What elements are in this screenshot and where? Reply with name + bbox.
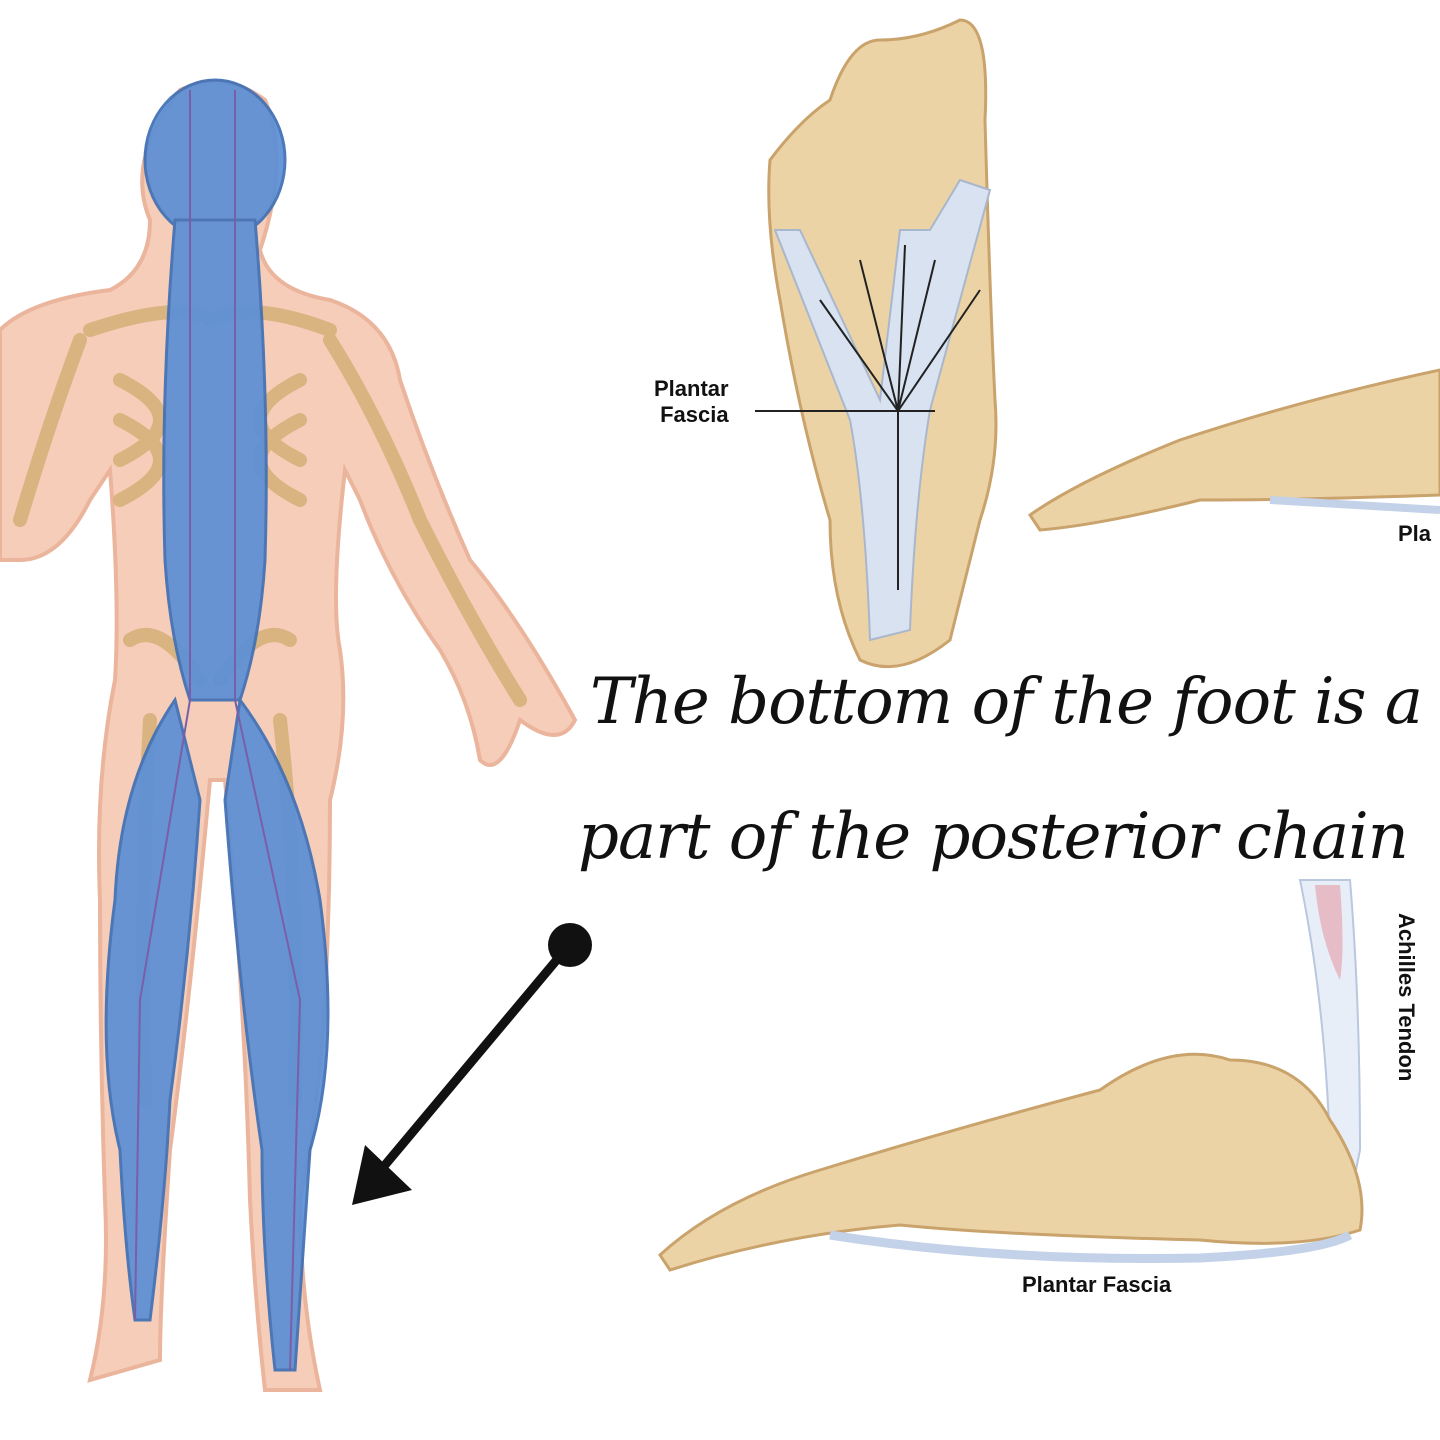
- plantar-fascia-label-bottom: Plantar Fascia: [1022, 1272, 1172, 1297]
- caption-line-2: part of the posterior chain: [578, 800, 1409, 874]
- foot-plantar-view: [755, 18, 998, 669]
- caption-line-1: The bottom of the foot is a: [590, 665, 1423, 739]
- foot-bones: [1027, 368, 1440, 532]
- right-leg-muscles: [223, 696, 330, 1372]
- foot-bones: [658, 1052, 1364, 1272]
- calf-muscle: [1315, 885, 1343, 980]
- head: [143, 78, 287, 242]
- achilles-tendon-label: Achilles Tendon: [1394, 913, 1419, 1082]
- plantar-fascia-band: [1269, 496, 1440, 514]
- foot-bones: [767, 18, 998, 669]
- arrowhead: [352, 1145, 412, 1205]
- fascia-lines: [134, 90, 302, 1371]
- foot-side-view-top: [1027, 368, 1440, 532]
- plantar-fascia-label-top: Plantar Fascia: [654, 376, 729, 428]
- spinal-muscles: [162, 218, 268, 702]
- label-line: Plantar: [654, 376, 729, 401]
- plantar-fascia-label-cut: Pla: [1398, 521, 1432, 546]
- label-line: Fascia: [660, 402, 729, 427]
- left-leg-muscles: [104, 696, 202, 1322]
- plantar-fascia-band: [829, 1230, 1353, 1264]
- pointer-arrow: [352, 923, 592, 1205]
- foot-side-view-bottom: [658, 879, 1364, 1272]
